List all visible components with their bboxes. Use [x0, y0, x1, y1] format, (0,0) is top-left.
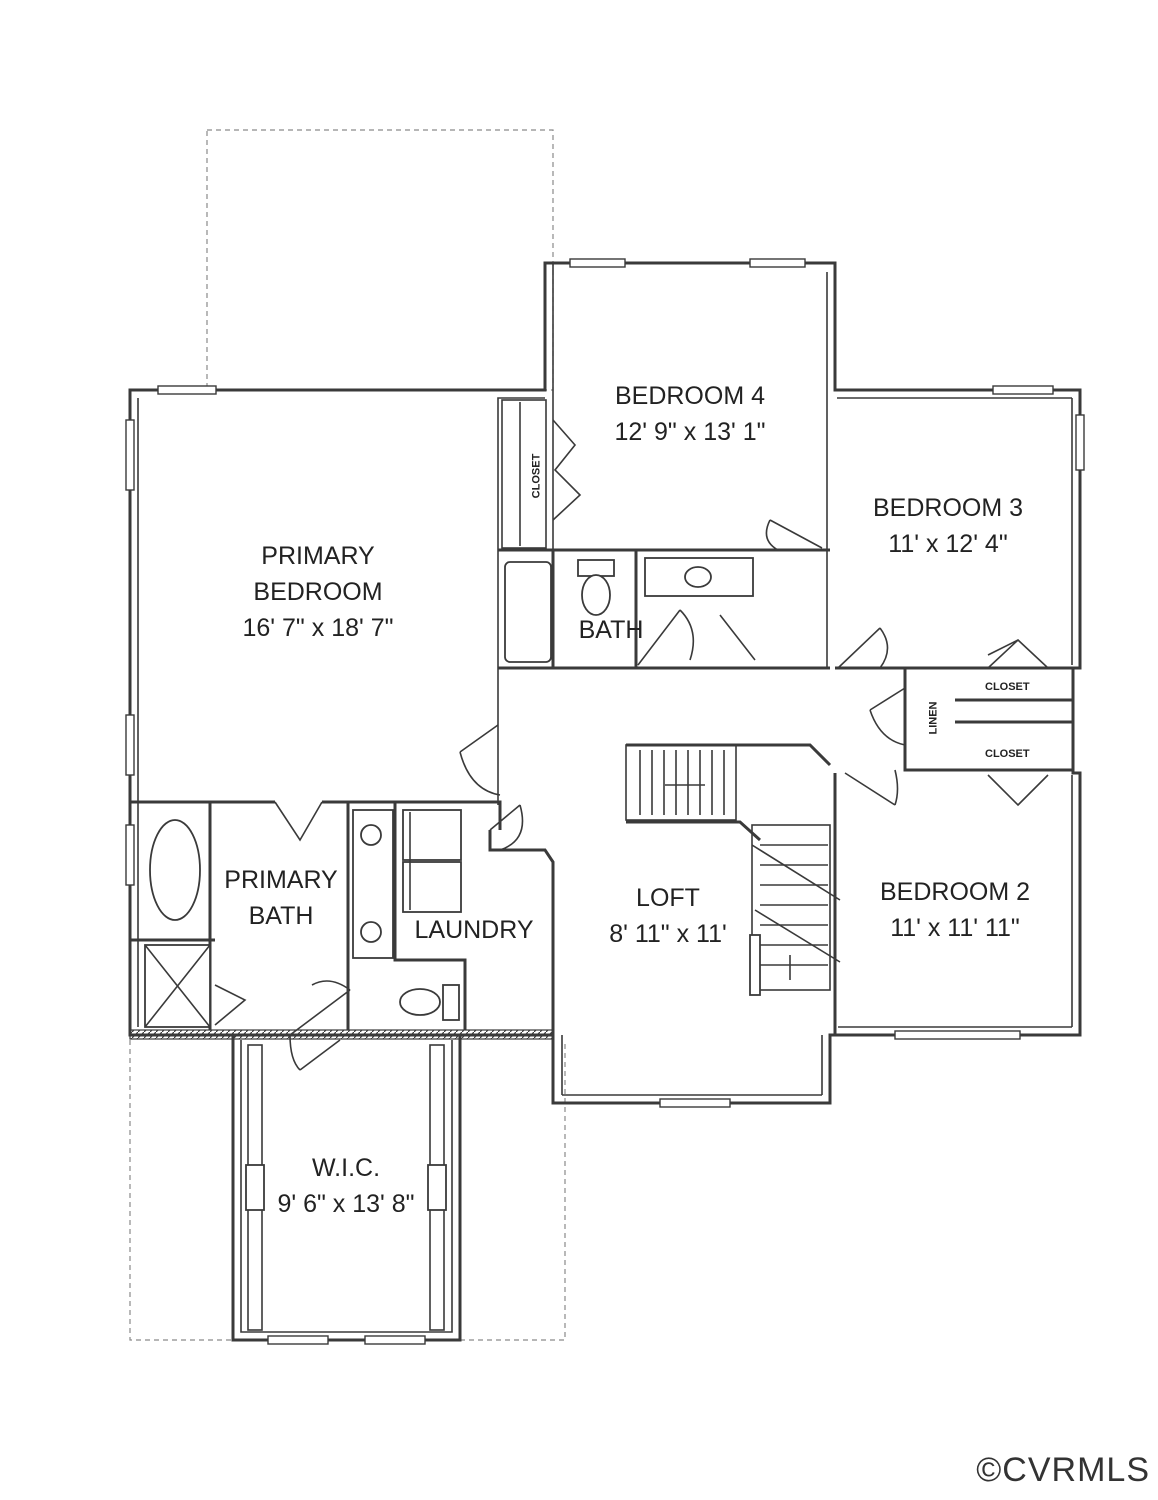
room-name: W.I.C.: [311, 1154, 381, 1182]
room-name: BEDROOM 4: [614, 382, 766, 410]
wic-rod-left: [245, 1164, 265, 1211]
room-label-bedroom-3: BEDROOM 3 11' x 12' 4": [873, 490, 1023, 562]
stair-rail: [626, 743, 832, 842]
door-swing: [837, 627, 889, 669]
door-swing: [765, 519, 823, 551]
room-name: BEDROOM: [253, 578, 383, 606]
room-label-primary-bedroom: PRIMARY BEDROOM 16' 7" x 18' 7": [242, 538, 393, 646]
window: [659, 1098, 731, 1108]
sink: [360, 824, 382, 846]
bathtub: [504, 561, 552, 663]
closet-label: CLOSET: [985, 681, 1030, 693]
toilet-bowl: [399, 988, 441, 1016]
room-label-bedroom-2: BEDROOM 2 11' x 11' 11": [880, 874, 1030, 946]
door-swing: [274, 801, 323, 842]
room-name: BEDROOM 3: [872, 494, 1024, 522]
window: [364, 1335, 426, 1345]
interior-walls: [130, 548, 1073, 1035]
window: [267, 1335, 329, 1345]
sink: [684, 566, 712, 588]
room-size: 11' x 11' 11": [890, 914, 1020, 942]
window: [125, 714, 135, 776]
window: [894, 1030, 1021, 1040]
door-swing: [289, 980, 351, 1036]
closet-label: CLOSET: [985, 748, 1030, 760]
toilet-tank: [577, 559, 615, 577]
copyright-watermark: ©CVRMLS: [976, 1451, 1150, 1489]
stair-treads: [760, 844, 828, 980]
dryer: [402, 861, 462, 913]
door-swing: [987, 639, 1049, 669]
room-label-wic: W.I.C. 9' 6" x 13' 8": [277, 1150, 414, 1222]
oval-tub: [149, 819, 201, 921]
door-swing: [637, 609, 756, 666]
stairs-lower: [751, 824, 831, 991]
room-label-bedroom-4: BEDROOM 4 12' 9" x 13' 1": [614, 378, 765, 450]
room-name: BATH: [248, 902, 314, 930]
room-size: 11' x 12' 4": [888, 530, 1008, 558]
room-label-laundry: LAUNDRY: [414, 912, 533, 948]
window: [157, 385, 217, 395]
room-name: BEDROOM 2: [879, 878, 1031, 906]
door-swing: [987, 774, 1049, 807]
stair-break-line: [751, 844, 841, 963]
toilet-tank: [442, 984, 460, 1021]
stairs-upper: [625, 744, 737, 821]
door-swing: [459, 724, 501, 796]
door-swing: [289, 1034, 341, 1071]
stair-treads: [639, 750, 725, 815]
door-swing: [214, 984, 247, 1026]
wic-walls-inner: [240, 1040, 453, 1333]
exterior-walls: [128, 261, 1082, 1105]
room-name: LAUNDRY: [414, 916, 534, 944]
wic-walls: [231, 1035, 462, 1342]
room-size: 12' 9" x 13' 1": [614, 418, 766, 446]
door-swing: [844, 769, 899, 806]
room-size: 9' 6" x 13' 8": [277, 1190, 415, 1218]
window: [125, 824, 135, 886]
room-label-loft: LOFT 8' 11" x 11': [609, 880, 727, 952]
closet-label: CLOSET: [530, 453, 543, 499]
toilet-bowl: [581, 574, 611, 616]
room-name: PRIMARY: [224, 866, 338, 894]
window: [1075, 414, 1085, 471]
window: [569, 258, 626, 268]
room-label-bath: BATH: [579, 612, 644, 648]
patio-outline-top: [206, 129, 554, 391]
linen-label: LINEN: [927, 701, 940, 735]
room-size: 16' 7" x 18' 7": [242, 614, 394, 642]
window: [749, 258, 806, 268]
door-swing: [489, 804, 524, 851]
wic-rod-right: [427, 1164, 447, 1211]
room-label-primary-bath: PRIMARY BATH: [224, 862, 337, 934]
hatched-wall: [129, 1029, 554, 1040]
room-name: LOFT: [636, 884, 700, 912]
room-size: 8' 11" x 11': [609, 920, 727, 948]
room-name: BATH: [578, 616, 644, 644]
room-name: PRIMARY: [261, 542, 375, 570]
washer: [402, 809, 462, 861]
sink: [360, 921, 382, 943]
window: [992, 385, 1054, 395]
shower-drain: [144, 944, 211, 1028]
window: [125, 419, 135, 491]
door-swing: [869, 687, 906, 746]
closet-bed4-outline: [501, 399, 547, 549]
exterior-walls-inner: [137, 263, 1073, 1096]
stair-newel: [749, 934, 761, 996]
bifold-door: [552, 419, 582, 521]
